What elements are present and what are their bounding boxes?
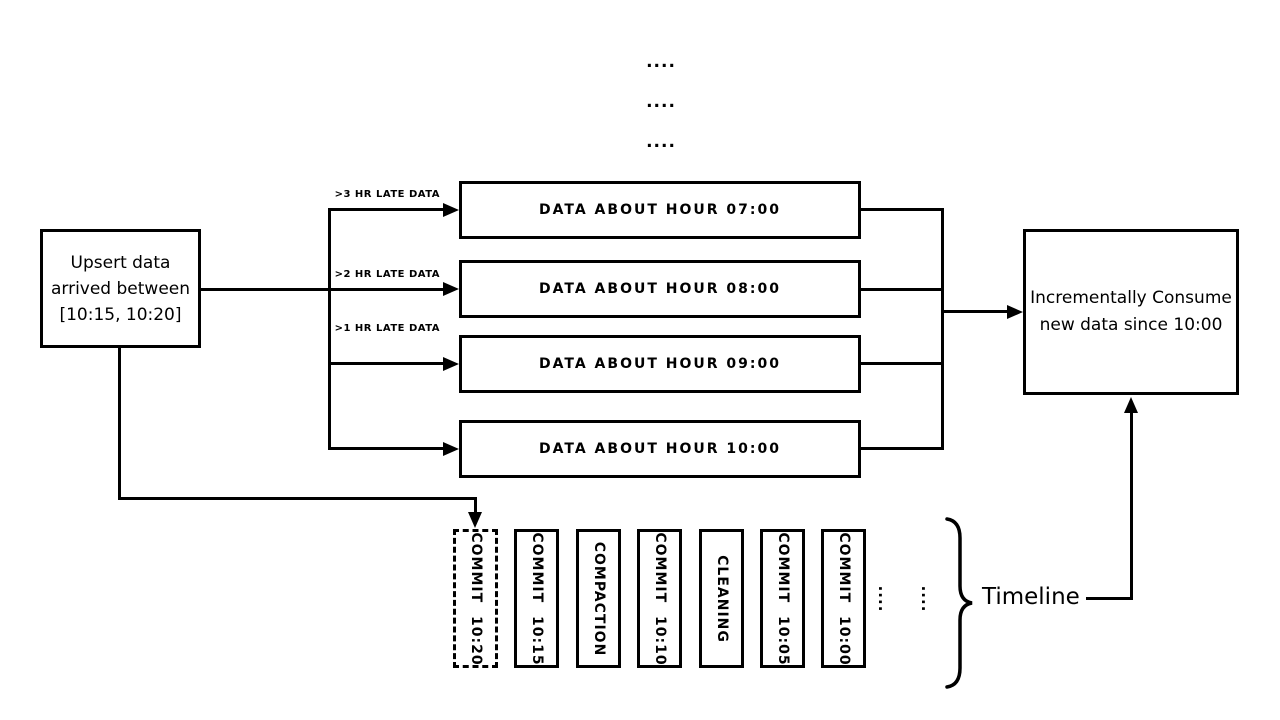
upsert-box-line-2: arrived between — [50, 278, 191, 299]
data-box-hour-08: DATA ABOUT HOUR 08:00 — [459, 260, 861, 318]
arrowhead-consume-icon — [1007, 305, 1023, 319]
timeline-ellipsis-1: .... — [875, 585, 893, 613]
distributor-line — [328, 208, 331, 450]
consume-box-line-2: new data since 10:00 — [1039, 315, 1223, 335]
arrowhead-hour-08-icon — [443, 282, 459, 296]
late-label-3hr: >3 HR LATE DATA — [334, 189, 440, 200]
data-box-hour-07: DATA ABOUT HOUR 07:00 — [459, 181, 861, 239]
top-ellipsis-1: .... — [646, 52, 676, 72]
timeline-instant-commit-1005-label: COMMIT 10:05 — [774, 531, 791, 666]
collector-line-hour-08 — [858, 288, 944, 291]
timeline-instant-compaction-label: COMPACTION — [590, 541, 607, 656]
upsert-to-commit-vline-1 — [118, 345, 121, 500]
collector-bus-line — [941, 208, 944, 450]
upsert-to-commit-vline-2 — [474, 497, 477, 513]
arrowhead-hour-07-icon — [443, 203, 459, 217]
collector-line-hour-07 — [858, 208, 944, 211]
arrowhead-timeline-consume-icon — [1124, 397, 1138, 413]
top-ellipsis-3: .... — [646, 132, 676, 152]
timeline-instant-cleaning: CLEANING — [699, 529, 744, 668]
timeline-ellipsis-2: .... — [918, 585, 936, 613]
timeline-instant-commit-1000-label: COMMIT 10:00 — [835, 531, 852, 666]
collector-line-hour-09 — [858, 362, 944, 365]
timeline-instant-commit-1020-label: COMMIT 10:20 — [467, 531, 484, 666]
arrowhead-hour-09-icon — [443, 357, 459, 371]
timeline-to-consume-hline — [1086, 597, 1133, 600]
arrowhead-hour-10-icon — [443, 442, 459, 456]
timeline-instant-compaction: COMPACTION — [576, 529, 621, 668]
data-box-hour-07-label: DATA ABOUT HOUR 07:00 — [539, 202, 781, 218]
upsert-output-line — [198, 288, 444, 291]
late-label-1hr: >1 HR LATE DATA — [334, 323, 440, 334]
timeline-instant-commit-1010-label: COMMIT 10:10 — [651, 531, 668, 666]
data-box-hour-09-label: DATA ABOUT HOUR 09:00 — [539, 356, 781, 372]
late-label-2hr: >2 HR LATE DATA — [334, 269, 440, 280]
top-ellipsis-2: .... — [646, 92, 676, 112]
timeline-to-consume-vline — [1130, 412, 1133, 600]
timeline-instant-commit-1020: COMMIT 10:20 — [453, 529, 498, 668]
upsert-box-line-1: Upsert data — [70, 252, 171, 273]
arrow-line-hour-10 — [330, 447, 444, 450]
timeline-label: Timeline — [982, 584, 1080, 610]
arrow-line-hour-07 — [330, 208, 444, 211]
consume-box: Incrementally Consume new data since 10:… — [1023, 229, 1239, 395]
data-box-hour-09: DATA ABOUT HOUR 09:00 — [459, 335, 861, 393]
data-box-hour-08-label: DATA ABOUT HOUR 08:00 — [539, 281, 781, 297]
data-box-hour-10: DATA ABOUT HOUR 10:00 — [459, 420, 861, 478]
consume-box-line-1: Incrementally Consume — [1030, 288, 1232, 308]
timeline-instant-commit-1015-label: COMMIT 10:15 — [528, 531, 545, 666]
upsert-box-text: Upsert data arrived between [10:15, 10:2… — [51, 250, 190, 328]
data-box-hour-10-label: DATA ABOUT HOUR 10:00 — [539, 441, 781, 457]
arrowhead-commit-icon — [468, 512, 482, 528]
consume-box-text: Incrementally Consume new data since 10:… — [1030, 285, 1232, 339]
timeline-brace-icon — [945, 517, 973, 689]
timeline-instant-cleaning-label: CLEANING — [713, 554, 730, 643]
timeline-instant-commit-1000: COMMIT 10:00 — [821, 529, 866, 668]
timeline-instant-commit-1005: COMMIT 10:05 — [760, 529, 805, 668]
collector-line-hour-10 — [858, 447, 944, 450]
timeline-instant-commit-1015: COMMIT 10:15 — [514, 529, 559, 668]
arrow-line-hour-09 — [330, 362, 444, 365]
upsert-to-commit-hline — [118, 497, 477, 500]
upsert-box: Upsert data arrived between [10:15, 10:2… — [40, 229, 201, 348]
timeline-instant-commit-1010: COMMIT 10:10 — [637, 529, 682, 668]
upsert-box-line-3: [10:15, 10:20] — [59, 304, 182, 325]
consume-arrow-line — [941, 310, 1007, 313]
